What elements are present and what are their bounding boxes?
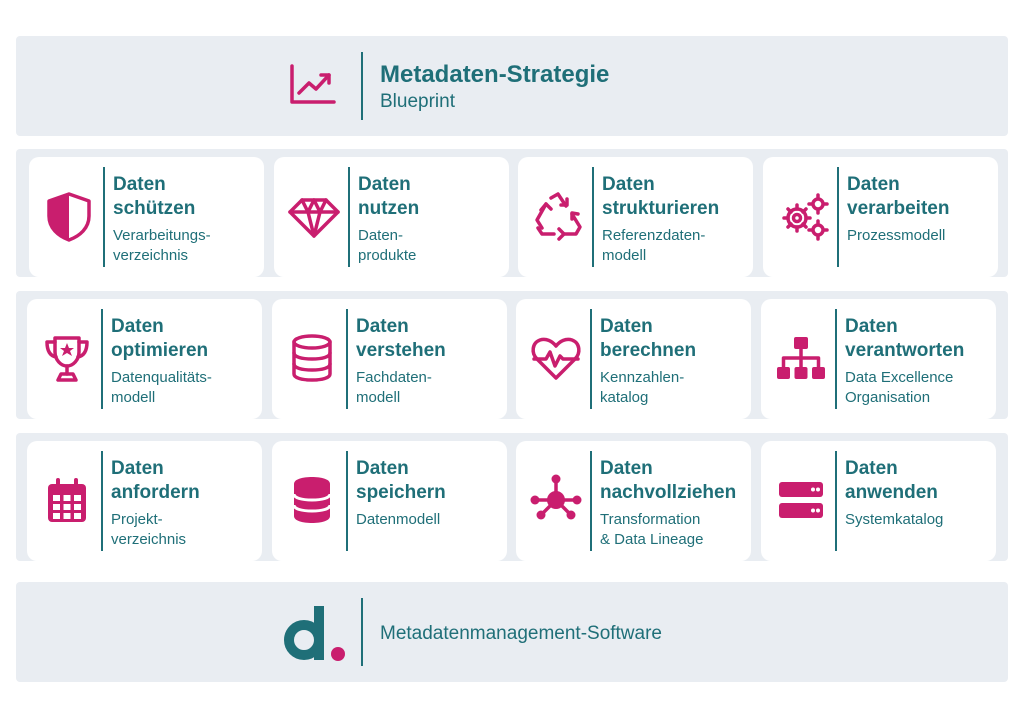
card-title: Daten verstehen (356, 316, 446, 361)
network-icon (530, 474, 582, 520)
card-divider (346, 309, 348, 409)
card-daten-verantworten[interactable]: Daten verantworten Data Excellence Organ… (761, 299, 996, 419)
heartbeat-icon (531, 337, 581, 380)
card-daten-anfordern[interactable]: Daten anfordern Projekt- verzeichnis (27, 441, 262, 561)
card-title: Daten anfordern (111, 458, 200, 503)
card-subtitle: Projekt- verzeichnis (111, 511, 187, 548)
card-divider (590, 451, 592, 551)
page-subtitle: Blueprint (380, 91, 455, 112)
card-subtitle: Datenmodell (356, 511, 441, 528)
chart-trend-icon (290, 64, 336, 104)
card-daten-nachvollziehen[interactable]: Daten nachvollziehen Transformation & Da… (516, 441, 751, 561)
card-daten-berechnen[interactable]: Daten berechnen Kennzahlen- katalog (516, 299, 751, 419)
card-subtitle: Daten- produkte (358, 227, 417, 264)
card-title: Daten optimieren (111, 316, 209, 361)
recycle-icon (535, 192, 582, 241)
org-chart-icon (777, 337, 825, 379)
card-title: Daten speichern (356, 458, 446, 503)
card-daten-schuetzen[interactable]: Daten schützen Verarbeitungs- verzeichni… (29, 157, 264, 277)
card-subtitle: Kennzahlen- katalog (600, 369, 685, 406)
card-daten-optimieren[interactable]: Daten optimieren Datenqualitäts- modell (27, 299, 262, 419)
database-outline-icon (292, 334, 332, 382)
card-subtitle: Datenqualitäts- modell (111, 369, 212, 406)
card-title: Daten nachvollziehen (600, 458, 737, 503)
card-divider (590, 309, 592, 409)
trophy-icon (45, 336, 89, 382)
server-icon (779, 482, 823, 518)
footer-band (16, 582, 1008, 682)
diamond-icon (288, 198, 340, 238)
card-divider (346, 451, 348, 551)
card-daten-anwenden[interactable]: Daten anwenden Systemkatalog (761, 441, 996, 561)
database-filled-icon (292, 477, 332, 523)
card-daten-nutzen[interactable]: Daten nutzen Daten- produkte (274, 157, 509, 277)
page-title: Metadaten-Strategie (380, 61, 610, 88)
d-logo (284, 606, 345, 661)
card-subtitle: Transformation & Data Lineage (600, 511, 704, 548)
card-divider (837, 167, 839, 267)
card-subtitle: Prozessmodell (847, 227, 946, 244)
card-divider (103, 167, 105, 267)
card-title: Daten schützen (113, 174, 196, 219)
gears-icon (782, 193, 829, 241)
card-subtitle: Referenzdaten- modell (602, 227, 706, 264)
card-daten-speichern[interactable]: Daten speichern Datenmodell (272, 441, 507, 561)
calendar-icon (48, 478, 86, 522)
card-title: Daten verarbeiten (847, 174, 950, 219)
card-daten-verstehen[interactable]: Daten verstehen Fachdaten- modell (272, 299, 507, 419)
card-divider (101, 451, 103, 551)
footer-divider (361, 598, 363, 666)
card-subtitle: Systemkatalog (845, 511, 944, 528)
footer-label: Metadatenmanagement-Software (380, 623, 662, 644)
card-subtitle: Fachdaten- modell (356, 369, 432, 406)
card-subtitle: Data Excellence Organisation (845, 369, 954, 406)
card-title: Daten anwenden (845, 458, 938, 503)
card-title: Daten berechnen (600, 316, 697, 361)
card-daten-verarbeiten[interactable]: Daten verarbeiten Prozessmodell (763, 157, 998, 277)
card-divider (348, 167, 350, 267)
card-daten-strukturieren[interactable]: Daten strukturieren Referenzdaten- model… (518, 157, 753, 277)
header-divider (361, 52, 363, 120)
shield-icon (47, 192, 91, 242)
header-band (16, 36, 1008, 136)
card-divider (101, 309, 103, 409)
card-divider (835, 451, 837, 551)
card-title: Daten strukturieren (602, 174, 720, 219)
card-divider (835, 309, 837, 409)
card-divider (592, 167, 594, 267)
card-title: Daten nutzen (358, 174, 420, 219)
card-title: Daten verantworten (845, 316, 965, 361)
card-subtitle: Verarbeitungs- verzeichnis (113, 227, 211, 264)
